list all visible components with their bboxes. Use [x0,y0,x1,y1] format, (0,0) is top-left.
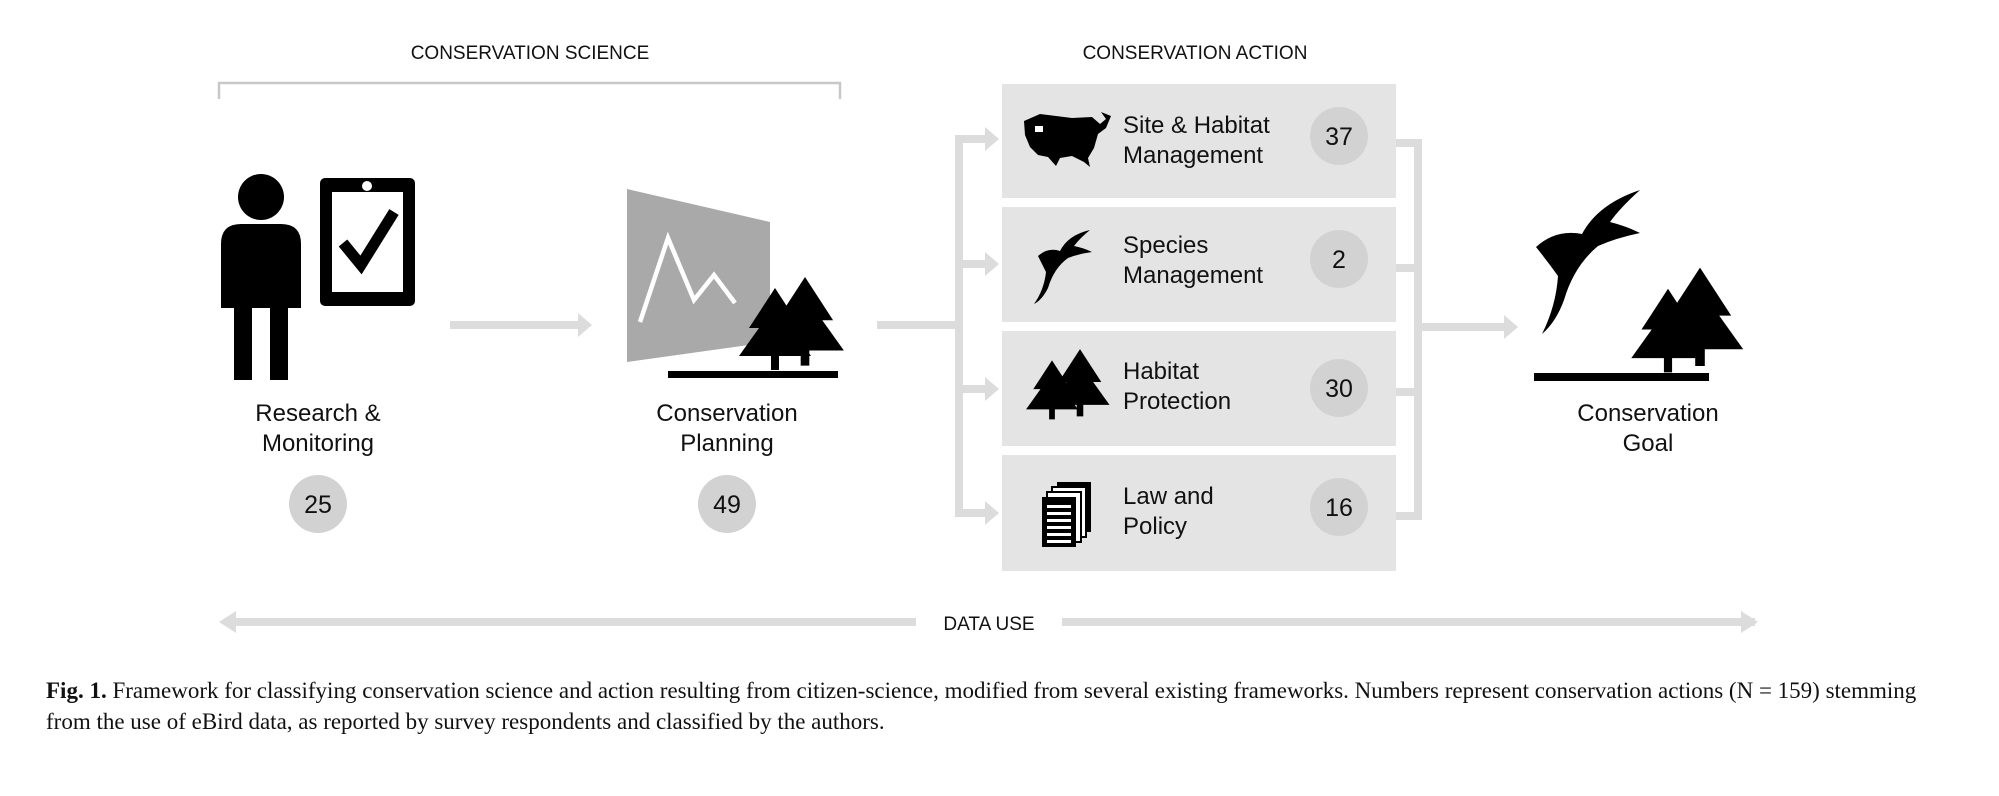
science-bracket [217,81,842,99]
arrow-to-planning [450,313,592,337]
stage-count-badge-research: 25 [289,475,347,533]
svg-text:16: 16 [1325,494,1353,522]
svg-text:49: 49 [713,491,741,519]
usa-map-icon [1024,112,1111,167]
action-count-badge: 37 [1310,107,1368,165]
arrow-to-goal [1396,139,1518,520]
person-clipboard-icon [221,174,415,380]
stage-label-planning-line2: Planning [680,430,773,457]
action-section-title: CONSERVATION ACTION [1083,43,1308,64]
stage-label-planning-line1: Conservation [656,400,797,427]
svg-text:37: 37 [1325,123,1353,151]
action-label-species-line2: Management [1123,262,1263,289]
action-label-habitat-protection-line1: Habitat [1123,358,1199,385]
action-label-law-policy-line1: Law and [1123,483,1214,510]
stage-count-badge-planning: 49 [698,475,756,533]
action-label-habitat-protection-line2: Protection [1123,388,1231,415]
figure-label: Fig. 1. [46,678,107,703]
action-count-badge: 30 [1310,359,1368,417]
data-use-arrow [219,611,1758,633]
stage-label-research-line2: Monitoring [262,430,374,457]
action-label-site-habitat-line1: Site & Habitat [1123,112,1270,139]
action-count-badge: 16 [1310,478,1368,536]
action-label-site-habitat-line2: Management [1123,142,1263,169]
action-label-species-line1: Species [1123,232,1208,259]
bird-icon [1034,230,1092,304]
planning-screen-icon [627,189,844,378]
stage-label-goal-line1: Conservation [1577,400,1718,427]
documents-icon [1042,482,1091,547]
svg-text:30: 30 [1325,375,1353,403]
svg-text:2: 2 [1332,246,1346,274]
action-label-law-policy-line2: Policy [1123,513,1187,540]
action-count-badge: 2 [1310,230,1368,288]
stage-label-research-line1: Research & [255,400,380,427]
stage-label-goal-line2: Goal [1623,430,1674,457]
science-section-title: CONSERVATION SCIENCE [411,43,650,64]
arrow-to-actions [877,127,999,525]
data-use-label: DATA USE [943,614,1034,635]
bird-trees-icon [1534,190,1744,381]
figure-caption-text: Framework for classifying conservation s… [46,678,1917,734]
figure-caption: Fig. 1. Framework for classifying conser… [46,675,1946,737]
svg-text:25: 25 [304,491,332,519]
